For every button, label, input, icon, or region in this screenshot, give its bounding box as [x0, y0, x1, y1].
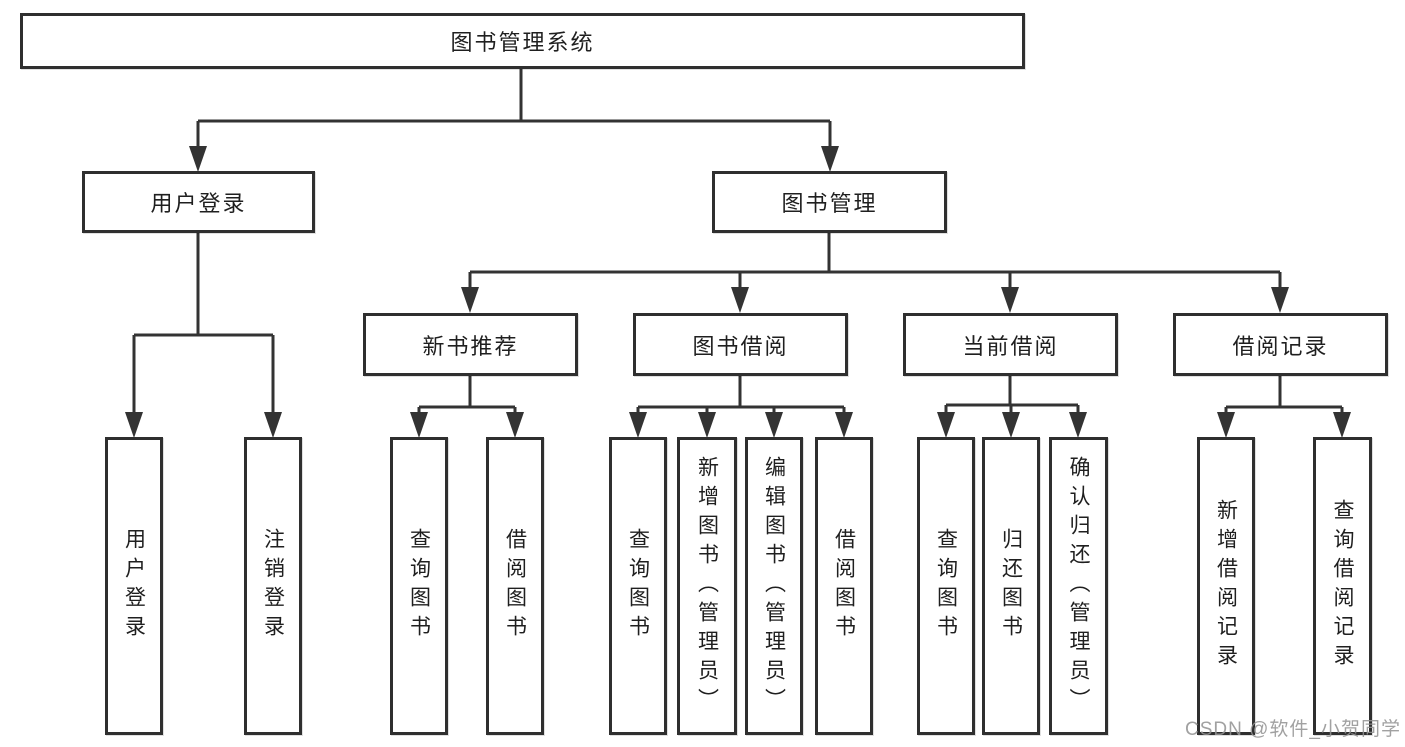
arrow-down-icon [1217, 412, 1235, 438]
node-label: 注销登录 [261, 528, 285, 644]
arrow-down-icon [1002, 412, 1020, 438]
arrow-down-icon [835, 412, 853, 438]
node-label: 归还图书 [999, 528, 1023, 644]
leaf-return-books: 归还图书 [982, 437, 1040, 735]
node-label: 编辑图书（管理员） [762, 455, 786, 717]
node-label: 用户登录 [150, 191, 247, 216]
leaf-query-books: 查询图书 [609, 437, 667, 735]
node-root-system: 图书管理系统 [20, 13, 1025, 69]
connector-borrow-records [1224, 376, 1344, 416]
connector-book-mgmt [468, 233, 1282, 292]
leaf-user-login: 用户登录 [105, 437, 163, 735]
node-borrow-records: 借阅记录 [1173, 313, 1388, 376]
node-label: 用户登录 [122, 528, 146, 644]
node-current-borrowing: 当前借阅 [903, 313, 1118, 376]
arrow-down-icon [731, 287, 749, 313]
arrow-down-icon [506, 412, 524, 438]
arrow-down-icon [1069, 412, 1087, 438]
node-label: 查询图书 [934, 528, 958, 644]
leaf-borrow-books: 借阅图书 [486, 437, 544, 735]
leaf-edit-books-admin: 编辑图书（管理员） [745, 437, 803, 735]
node-book-borrowing: 图书借阅 [633, 313, 848, 376]
leaf-query-books: 查询图书 [390, 437, 448, 735]
node-label: 新书推荐 [422, 333, 519, 359]
connector-current-borrow [944, 376, 1080, 416]
node-user-login: 用户登录 [82, 171, 315, 233]
arrow-down-icon [410, 412, 428, 438]
node-label: 当前借阅 [962, 333, 1059, 359]
arrow-down-icon [937, 412, 955, 438]
node-label: 查询借阅记录 [1331, 499, 1354, 673]
leaf-add-books-admin: 新增图书（管理员） [677, 437, 737, 735]
node-label: 借阅记录 [1232, 333, 1329, 359]
arrowheads [125, 146, 1351, 438]
node-label: 图书管理系统 [450, 30, 595, 55]
node-label: 借阅图书 [832, 528, 856, 644]
node-label: 借阅图书 [503, 528, 527, 644]
arrow-down-icon [1333, 412, 1351, 438]
node-label: 查询图书 [407, 528, 431, 644]
arrow-down-icon [698, 412, 716, 438]
arrow-down-icon [264, 412, 282, 438]
arrow-down-icon [765, 412, 783, 438]
leaf-query-books: 查询图书 [917, 437, 975, 735]
connector-new-book [417, 376, 517, 416]
leaf-add-borrow-record: 新增借阅记录 [1197, 437, 1255, 735]
node-label: 确认归还（管理员） [1067, 455, 1090, 717]
node-new-book-recommend: 新书推荐 [363, 313, 578, 376]
connector-root [196, 69, 832, 150]
node-label: 图书借阅 [692, 333, 789, 359]
arrow-down-icon [629, 412, 647, 438]
connector-book-borrow [636, 376, 846, 416]
arrow-down-icon [821, 146, 839, 172]
csdn-watermark: CSDN @软件_小贺同学 [1185, 719, 1401, 740]
node-label: 查询图书 [626, 528, 650, 644]
leaf-query-borrow-record: 查询借阅记录 [1313, 437, 1372, 735]
arrow-down-icon [461, 287, 479, 313]
leaf-confirm-return-admin: 确认归还（管理员） [1049, 437, 1108, 735]
arrow-down-icon [1001, 287, 1019, 313]
leaf-logout: 注销登录 [244, 437, 302, 735]
arrow-down-icon [1271, 287, 1289, 313]
node-label: 新增图书（管理员） [695, 455, 719, 717]
connector-user-login [132, 233, 275, 416]
node-label: 新增借阅记录 [1214, 499, 1238, 673]
node-book-management: 图书管理 [712, 171, 947, 233]
node-label: 图书管理 [781, 191, 878, 216]
leaf-borrow-books: 借阅图书 [815, 437, 873, 735]
arrow-down-icon [125, 412, 143, 438]
arrow-down-icon [189, 146, 207, 172]
